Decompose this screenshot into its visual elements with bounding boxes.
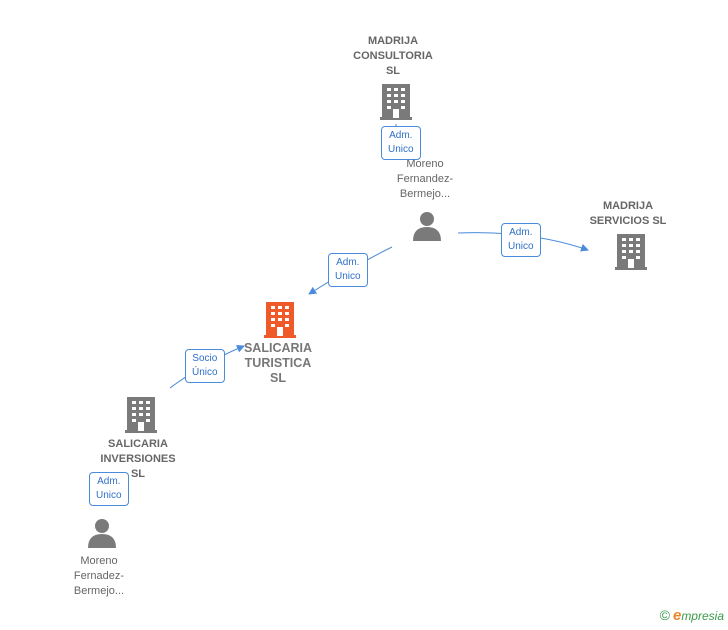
brand-logo-text: mpresia (681, 609, 724, 623)
node-label-madrija-servicios[interactable]: MADRIJA SERVICIOS SL (589, 200, 667, 227)
building-icon[interactable] (125, 397, 157, 438)
building-icon[interactable] (264, 302, 296, 343)
brand-footer: ©empresia (660, 607, 724, 624)
brand-logo-e: e (672, 607, 682, 624)
edge-label-adm-unico[interactable]: Adm. Unico (328, 253, 368, 287)
node-label-salicaria-turistica[interactable]: SALICARIA TURISTICA SL (243, 341, 313, 385)
person-icon[interactable] (412, 211, 442, 246)
edge-label-socio-unico[interactable]: Socio Único (185, 349, 225, 383)
node-label-moreno-bottom[interactable]: Moreno Fernadez- Bermejo... (73, 555, 125, 597)
edge-label-adm-unico[interactable]: Adm. Unico (501, 223, 541, 257)
node-label-moreno-top[interactable]: Moreno Fernandez- Bermejo... (396, 158, 454, 200)
building-icon[interactable] (615, 234, 647, 275)
edge-label-adm-unico[interactable]: Adm. Unico (381, 126, 421, 160)
copyright-icon: © (659, 607, 670, 623)
node-label-salicaria-inversiones[interactable]: SALICARIA INVERSIONES SL (100, 438, 176, 480)
edge-label-adm-unico[interactable]: Adm. Unico (89, 472, 129, 506)
node-label-madrija-consultoria[interactable]: MADRIJA CONSULTORIA SL (353, 35, 433, 77)
person-icon[interactable] (87, 518, 117, 553)
building-icon[interactable] (380, 84, 412, 125)
